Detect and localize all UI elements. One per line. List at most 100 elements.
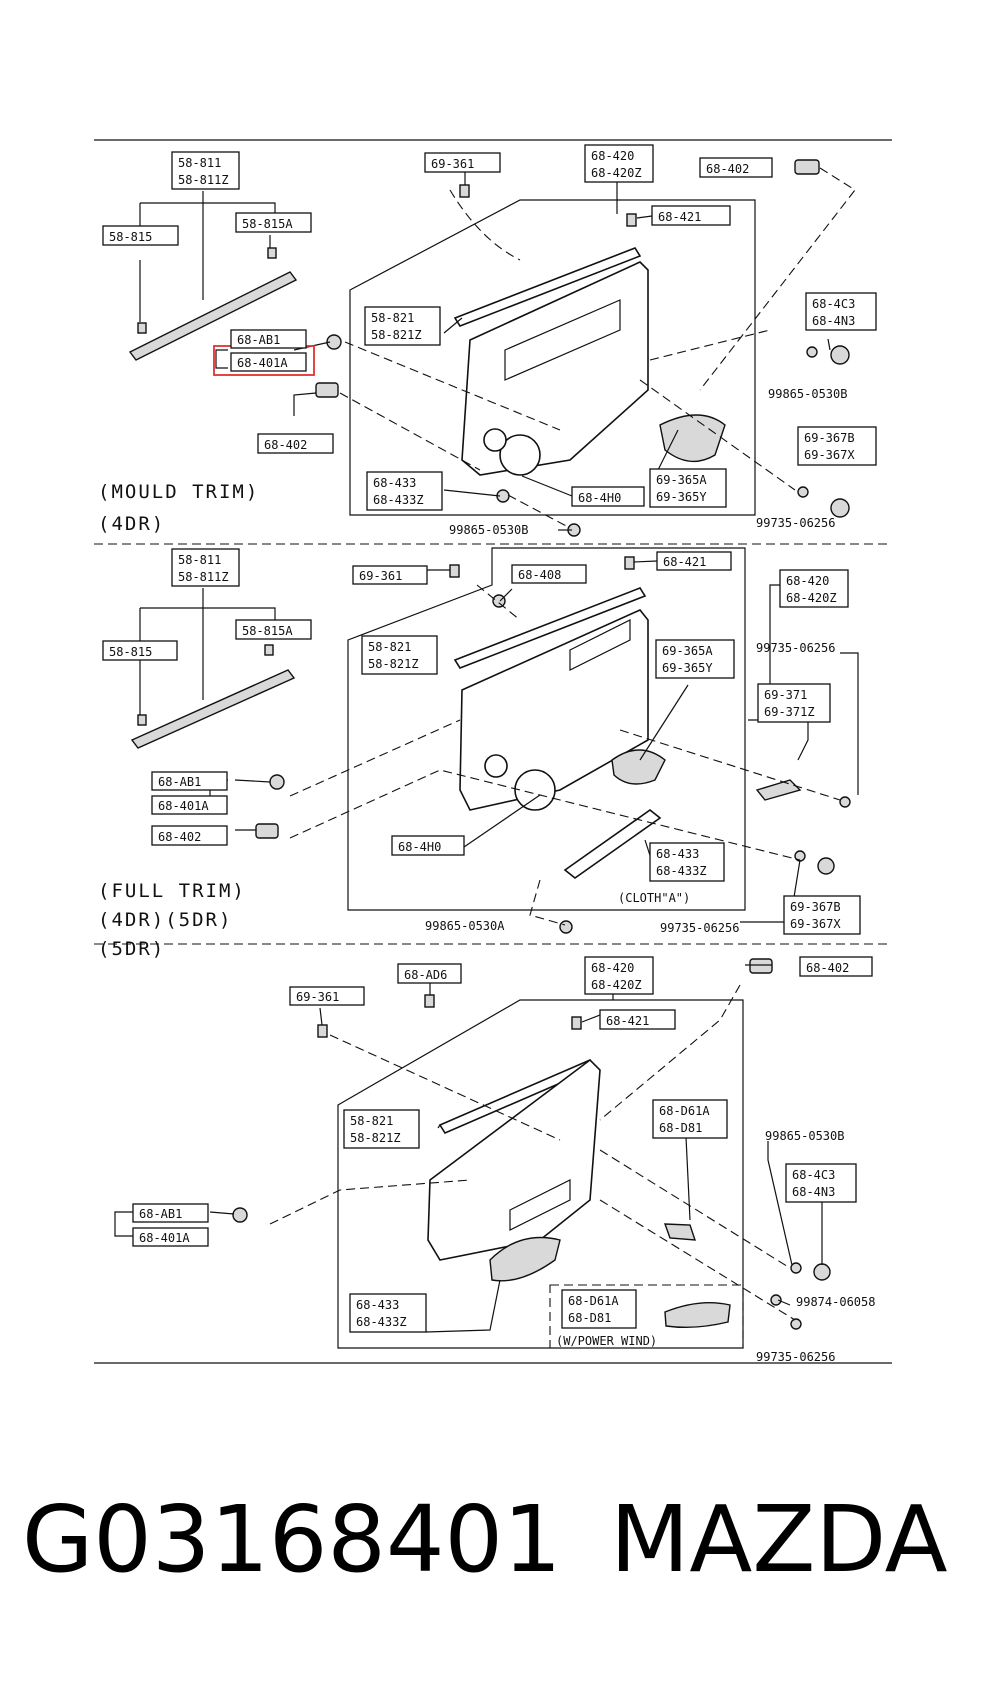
s1-fastener-68402 [315, 382, 339, 398]
s3-note-99874: 99874-06058 [796, 1295, 875, 1309]
s3-callout-68401a: 68-401A [132, 1227, 209, 1247]
s1-note-99735a: 99735-06256 [756, 516, 835, 530]
s2-armrest [563, 808, 662, 880]
s1-fastener-68402b [794, 159, 820, 175]
s2-callout-58821: 58-821 58-821Z [361, 635, 438, 675]
s3-window-switch [663, 1223, 696, 1241]
svg-text:68-420Z: 68-420Z [591, 978, 642, 992]
s3-title: (5DR) [98, 938, 165, 960]
svg-text:68-421: 68-421 [606, 1014, 649, 1028]
svg-text:58-811Z: 58-811Z [178, 173, 229, 187]
s3-callout-684c3: 68-4C3 68-4N3 [785, 1163, 857, 1203]
svg-text:69-367X: 69-367X [790, 917, 841, 931]
s3-panel-pocket [509, 1179, 571, 1231]
svg-text:68-AB1: 68-AB1 [237, 333, 280, 347]
s3-fastener-68402 [749, 958, 773, 974]
svg-text:69-361: 69-361 [296, 990, 339, 1004]
s2-note-99735b: 99735-06256 [660, 921, 739, 935]
s2-clip-a [137, 714, 147, 726]
svg-text:68-4C3: 68-4C3 [812, 297, 855, 311]
s3-speaker-grille [489, 1236, 561, 1282]
svg-text:68-AD6: 68-AD6 [404, 968, 447, 982]
s2-moulding-strip [130, 669, 296, 749]
svg-text:68-421: 68-421 [663, 555, 706, 569]
s3-screw-a [790, 1262, 802, 1274]
s3-screw-c [790, 1318, 802, 1330]
s2-note-99735a: 99735-06256 [756, 641, 835, 655]
svg-text:68-433: 68-433 [656, 847, 699, 861]
s2-callout-69365: 69-365A 69-365Y [655, 639, 735, 679]
svg-text:68-433Z: 68-433Z [356, 1315, 407, 1329]
svg-text:58-821Z: 58-821Z [350, 1131, 401, 1145]
s2-clip-e [492, 594, 506, 608]
s3-callout-68433: 68-433 68-433Z [349, 1293, 427, 1333]
s2-cap-69367 [817, 857, 835, 875]
svg-text:68-421: 68-421 [658, 210, 701, 224]
section-5dr: 68-AD6 68-420 68-420Z 68-402 69-361 68-4… [114, 956, 875, 1364]
s2-callout-68ab1: 68-AB1 [151, 771, 228, 791]
s2-callout-68433: 68-433 68-433Z [649, 842, 725, 882]
s1-callout-58811: 58-811 58-811Z [171, 151, 240, 190]
svg-text:58-821Z: 58-821Z [371, 328, 422, 342]
s1-handle-bezel [659, 414, 726, 463]
s3-callout-68d61a: 68-D61A 68-D81 [652, 1099, 728, 1139]
s1-fastener-68ab1 [326, 334, 342, 350]
s1-title-line1: (MOULD TRIM) [98, 481, 259, 503]
s1-callout-68ab1: 68-AB1 [230, 329, 307, 349]
svg-text:69-361: 69-361 [359, 569, 402, 583]
svg-text:69-365A: 69-365A [662, 644, 713, 658]
s2-clip-c [449, 564, 460, 578]
s2-handle-bezel [611, 749, 666, 785]
s1-callout-68402b: 68-402 [699, 157, 773, 178]
s2-callout-69371: 69-371 69-371Z [757, 683, 831, 723]
s2-clip-b [264, 644, 274, 656]
svg-text:68-401A: 68-401A [237, 356, 288, 370]
svg-text:68-4C3: 68-4C3 [792, 1168, 835, 1182]
s2-title-line1: (FULL TRIM) [98, 880, 246, 902]
s2-callout-69367: 69-367B 69-367X [783, 895, 861, 935]
s1-clip-b [267, 247, 277, 259]
s2-callout-58811: 58-811 58-811Z [171, 548, 240, 587]
s3-note-99865: 99865-0530B [765, 1129, 844, 1143]
s1-callout-58821: 58-821 58-821Z [364, 306, 441, 346]
s2-callout-68421: 68-421 [656, 551, 732, 571]
s2-callout-58815: 58-815 [102, 640, 178, 661]
svg-text:69-371Z: 69-371Z [764, 705, 815, 719]
s2-note-cloth: (CLOTH"A") [618, 891, 690, 905]
svg-text:68-AB1: 68-AB1 [158, 775, 201, 789]
s1-belt-strip [453, 247, 642, 327]
s1-cap-684c3 [830, 345, 850, 365]
s1-panel-outline [349, 199, 756, 516]
s2-fastener-68402 [255, 823, 279, 839]
svg-text:68-D81: 68-D81 [568, 1311, 611, 1325]
s1-callout-68420: 68-420 68-420Z [584, 144, 654, 183]
svg-text:58-815: 58-815 [109, 645, 152, 659]
section-mould-trim: 58-811 58-811Z 58-815 58-815A 68-AB1 68-… [98, 144, 877, 537]
svg-text:68-420: 68-420 [591, 149, 634, 163]
s1-callout-68402a: 68-402 [257, 433, 334, 454]
s1-screw-c [806, 346, 818, 358]
s2-title-line2: (4DR)(5DR) [98, 909, 232, 931]
svg-text:69-367B: 69-367B [790, 900, 841, 914]
s2-fastener-68ab1 [269, 774, 285, 790]
s3-clip-b [571, 1016, 582, 1030]
s1-note-99865b: 99865-0530B [449, 523, 528, 537]
s1-title-line2: (4DR) [98, 513, 165, 535]
svg-text:68-4H0: 68-4H0 [578, 491, 621, 505]
s3-clip-a [424, 994, 435, 1008]
s1-callout-684c3: 68-4C3 68-4N3 [805, 292, 877, 331]
s1-callout-68433: 68-433 68-433Z [366, 471, 443, 511]
s3-callout-68ad6: 68-AD6 [397, 963, 462, 984]
footer-brand: MAZDA [610, 1486, 948, 1593]
svg-text:69-371: 69-371 [764, 688, 807, 702]
svg-text:69-365Y: 69-365Y [662, 661, 713, 675]
svg-text:68-4H0: 68-4H0 [398, 840, 441, 854]
s3-screw-b [770, 1294, 782, 1306]
s3-clip-c [317, 1024, 328, 1038]
svg-text:68-420Z: 68-420Z [786, 591, 837, 605]
s1-note-99865a: 99865-0530B [768, 387, 847, 401]
s3-callout-68420: 68-420 68-420Z [584, 956, 654, 995]
svg-text:68-433Z: 68-433Z [373, 493, 424, 507]
s1-callout-68401a: 68-401A [230, 352, 307, 372]
